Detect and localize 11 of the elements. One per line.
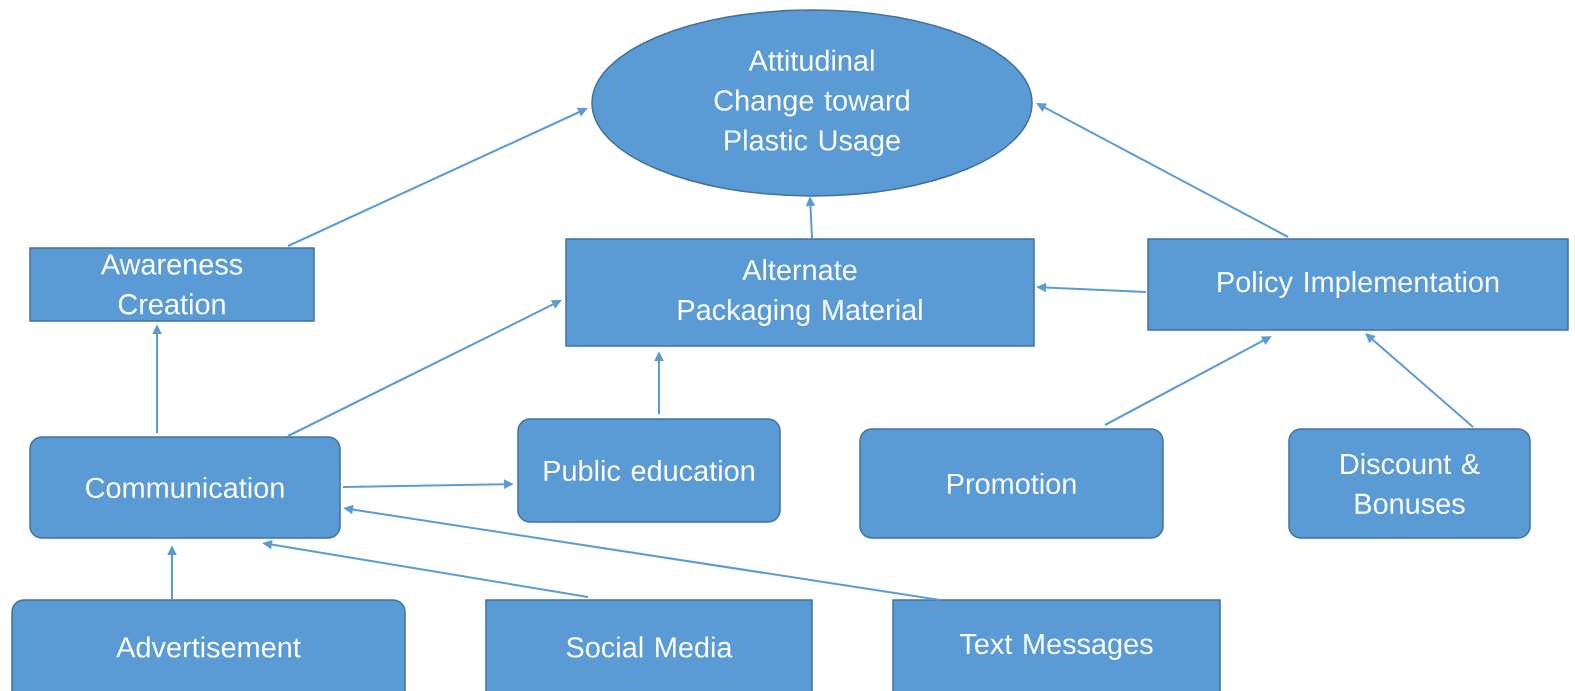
channel-box: Promotion — [859, 428, 1164, 539]
media-box: Text Messages — [892, 599, 1221, 691]
arrow — [1365, 333, 1474, 428]
media-box: Social Media — [485, 599, 813, 691]
factor-box: Alternate Packaging Material — [565, 238, 1035, 347]
media-box: Advertisement — [11, 599, 406, 691]
channel-box: Communication — [29, 436, 341, 539]
channel-box: Public education — [517, 418, 781, 523]
channel-box: Discount & Bonuses — [1288, 428, 1531, 539]
factor-box: Awareness Creation — [29, 247, 315, 322]
factor-box: Policy Implementation — [1147, 238, 1569, 331]
